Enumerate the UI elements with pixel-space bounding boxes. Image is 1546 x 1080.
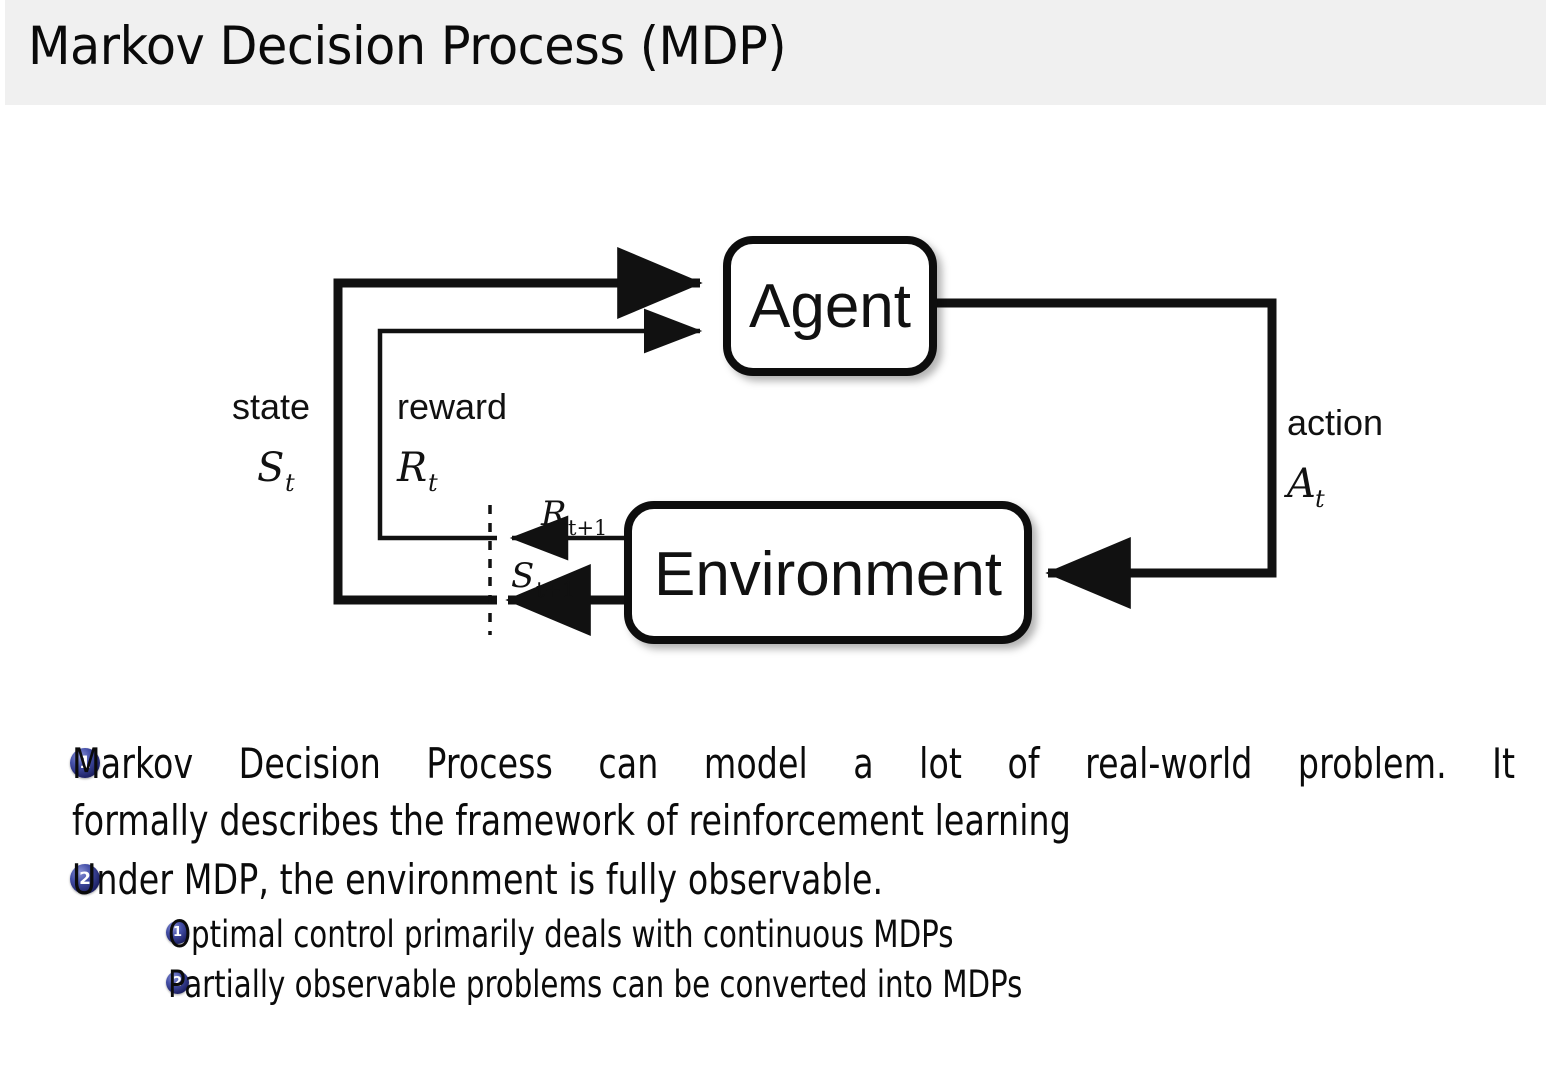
agent-environment-diagram: Agent Environment state S t reward R t xyxy=(0,105,1546,705)
word: a xyxy=(853,739,874,788)
bullet-text: Under MDP, the environment is fully obse… xyxy=(72,851,1369,908)
word: lot xyxy=(919,739,963,788)
bullet-line: Optimal control primarily deals with con… xyxy=(168,913,954,956)
environment-box: Environment xyxy=(624,501,1032,644)
list-item: 2 Partially observable problems can be c… xyxy=(0,960,1546,1010)
word: It xyxy=(1492,739,1516,788)
bullet-text: Optimal control primarily deals with con… xyxy=(168,910,1381,960)
word: of xyxy=(1007,739,1040,788)
word: model xyxy=(703,739,808,788)
action-path xyxy=(933,298,1277,609)
next-state-label-group: S t+1 xyxy=(511,556,575,602)
reward-feedback-path xyxy=(377,308,703,541)
reward-label-group: reward R t xyxy=(396,386,507,497)
page-title: Markov Decision Process (MDP) xyxy=(28,16,787,77)
state-label-group: state S t xyxy=(232,386,310,497)
bullet-line: Under MDP, the environment is fully obse… xyxy=(72,855,884,904)
action-label-group: action A t xyxy=(1283,402,1383,513)
bullet-number-badge: 2 xyxy=(70,864,100,894)
word: can xyxy=(598,739,659,788)
bullet-line: Markov Decision Process can model a lot … xyxy=(72,735,1515,792)
next-reward-subscript: t+1 xyxy=(568,516,607,540)
state-label-word: state xyxy=(232,386,310,427)
list-item: 1 Markov Decision Process can model a lo… xyxy=(0,735,1546,849)
bullet-number-badge: 2 xyxy=(166,971,189,994)
bullet-number-badge: 1 xyxy=(166,921,189,944)
agent-box: Agent xyxy=(723,236,937,376)
word: Decision xyxy=(238,739,381,788)
state-label-symbol: S xyxy=(257,445,284,491)
word: Process xyxy=(426,739,553,788)
next-reward-label-group: R t+1 xyxy=(540,494,607,540)
word: problem. xyxy=(1297,739,1447,788)
environment-box-label: Environment xyxy=(654,540,1002,609)
next-reward-symbol: R xyxy=(540,494,567,534)
title-bar-left-edge xyxy=(0,0,5,105)
title-bar: Markov Decision Process (MDP) xyxy=(0,0,1546,105)
word: real-world xyxy=(1085,739,1253,788)
action-label-word: action xyxy=(1287,402,1383,443)
bullet-list: 1 Markov Decision Process can model a lo… xyxy=(0,735,1546,1010)
list-item: 2 Under MDP, the environment is fully ob… xyxy=(0,851,1546,908)
action-label-subscript: t xyxy=(1315,485,1325,513)
action-label-symbol: A xyxy=(1283,461,1316,507)
list-item: 1 Optimal control primarily deals with c… xyxy=(0,910,1546,960)
state-feedback-path xyxy=(333,247,703,605)
bullet-text: Partially observable problems can be con… xyxy=(168,960,1381,1010)
bullet-line: Partially observable problems can be con… xyxy=(168,963,1023,1006)
state-label-subscript: t xyxy=(285,469,295,497)
bullet-line: formally describes the framework of rein… xyxy=(72,796,1071,845)
next-state-subscript: t+1 xyxy=(536,578,575,602)
reward-label-subscript: t xyxy=(428,469,438,497)
agent-box-label: Agent xyxy=(749,272,911,341)
bullet-text: Markov Decision Process can model a lot … xyxy=(72,735,1515,849)
bullet-number-badge: 1 xyxy=(70,748,100,778)
reward-label-word: reward xyxy=(397,386,507,427)
reward-label-symbol: R xyxy=(396,445,427,491)
next-state-symbol: S xyxy=(511,556,534,596)
word: Markov xyxy=(72,739,194,788)
